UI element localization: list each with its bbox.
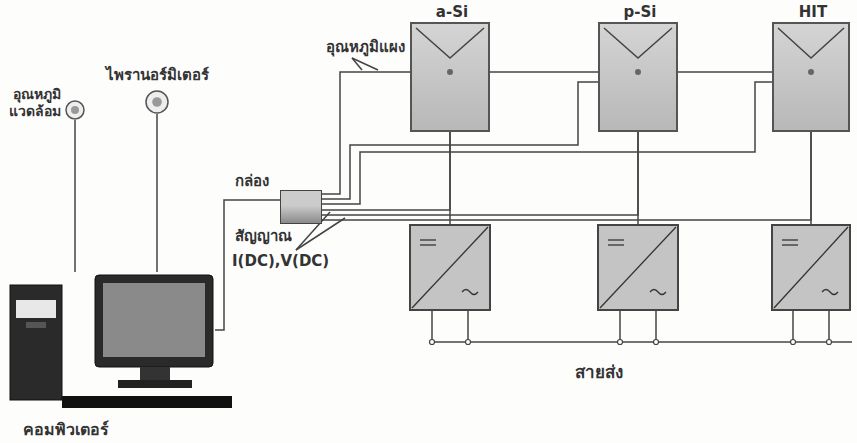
- node-label: p-Si: [600, 3, 680, 21]
- pv-panel: HIT: [772, 22, 850, 132]
- wire: [322, 72, 410, 194]
- computer: คอมพิวเตอร์: [5, 272, 215, 440]
- node-label: ไพรานอร์มิเตอร์: [95, 66, 219, 84]
- node-label: กล่อง: [235, 172, 269, 190]
- sensor-symbol: [145, 90, 169, 114]
- wire: [322, 132, 450, 210]
- wire: [156, 114, 158, 272]
- pv-panel: a-Si: [410, 22, 490, 132]
- wire: [322, 132, 638, 215]
- node-label: คอมพิวเตอร์: [23, 420, 109, 439]
- line-label: สายส่ง: [575, 362, 623, 382]
- ambient-temp-sensor: อุณหภูมิ แวดล้อม: [65, 100, 85, 120]
- panel-symbol: [412, 24, 488, 130]
- pyranometer: ไพรานอร์มิเตอร์: [145, 90, 169, 114]
- node-label: อุณหภูมิ แวดล้อม: [3, 86, 61, 120]
- wire: [74, 120, 76, 272]
- wire: [322, 82, 772, 204]
- pv-panel: p-Si: [598, 22, 678, 132]
- node-label: a-Si: [412, 3, 492, 21]
- inverter: [410, 225, 850, 310]
- wire: [322, 132, 811, 220]
- panel-symbol: [774, 24, 848, 130]
- signal-label: I(DC),V(DC): [232, 252, 329, 270]
- node-label: สัญญาณ: [235, 227, 292, 245]
- panel-temp-label: อุณหภูมิแผง: [326, 38, 405, 56]
- computer-illustration: [10, 275, 232, 408]
- node-label: HIT: [774, 3, 852, 21]
- sensor-symbol: [65, 100, 85, 120]
- panel-symbol: [600, 24, 676, 130]
- signal-box: กล่องสัญญาณ: [280, 190, 322, 224]
